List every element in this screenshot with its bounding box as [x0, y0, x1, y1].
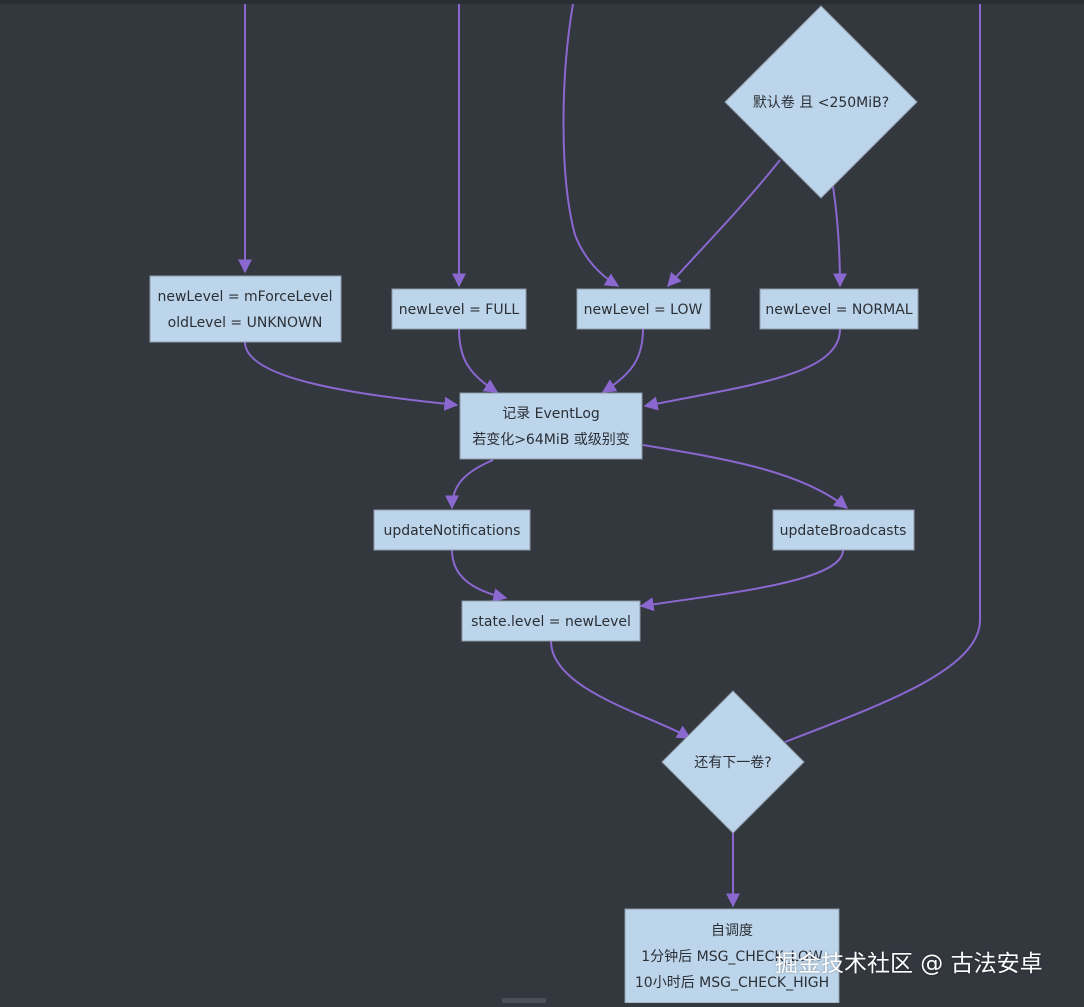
node-force-level-line1: newLevel = mForceLevel: [158, 289, 333, 305]
node-update-broadcasts: updateBroadcasts: [772, 509, 915, 551]
node-update-notifications-label: updateNotifications: [384, 523, 521, 539]
edge-force-to-record: [244, 341, 459, 411]
node-level-normal: newLevel = NORMAL: [759, 288, 919, 330]
edge-notifications-to-state: [451, 549, 508, 603]
edge-broadcasts-to-state: [639, 549, 844, 612]
node-update-notifications: updateNotifications: [373, 509, 531, 551]
top-edge: [0, 0, 1084, 4]
node-self-schedule-line2: 1分钟后 MSG_CHECK_LOW: [641, 948, 823, 965]
node-record-eventlog: 记录 EventLog 若变化>64MiB 或级别变: [459, 392, 643, 460]
edge-full-to-record: [458, 328, 499, 393]
decision-default-volume: 默认卷 且 <250MiB?: [724, 5, 918, 199]
decision-default-volume-label: 默认卷 且 <250MiB?: [753, 95, 889, 111]
edge-record-to-notifications: [445, 459, 494, 510]
node-self-schedule-line1: 自调度: [711, 923, 753, 939]
edge-low-to-record: [601, 328, 644, 393]
edge-to-level-low-left: [562, 3, 620, 287]
decision-next-volume: 还有下一卷?: [661, 690, 805, 834]
decision-next-volume-label: 还有下一卷?: [694, 755, 771, 771]
node-record-eventlog-line1: 记录 EventLog: [502, 406, 600, 422]
node-force-level-line2: oldLevel = UNKNOWN: [168, 315, 323, 331]
node-state-level-label: state.level = newLevel: [471, 614, 631, 630]
edge-state-to-next: [550, 640, 692, 739]
node-record-eventlog-line2: 若变化>64MiB 或级别变: [472, 432, 630, 448]
node-level-normal-label: newLevel = NORMAL: [765, 302, 912, 318]
edge-decision-to-low: [667, 159, 781, 288]
edge-decision-to-normal: [832, 185, 847, 288]
node-level-full: newLevel = FULL: [391, 288, 527, 330]
edge-next-loop-back: [784, 4, 981, 743]
edge-normal-to-record: [643, 328, 841, 411]
node-level-low: newLevel = LOW: [576, 288, 711, 330]
node-level-low-label: newLevel = LOW: [584, 302, 703, 318]
node-force-level: newLevel = mForceLevel oldLevel = UNKNOW…: [149, 275, 342, 343]
watermark-text: 掘金技术社区 @ 古法安卓: [775, 951, 1043, 977]
edge-record-to-broadcasts: [642, 444, 849, 509]
node-level-full-label: newLevel = FULL: [399, 302, 520, 318]
node-self-schedule: 自调度 1分钟后 MSG_CHECK_LOW 10小时后 MSG_CHECK_H…: [624, 908, 840, 1004]
node-state-level: state.level = newLevel: [461, 600, 641, 642]
node-self-schedule-line3: 10小时后 MSG_CHECK_HIGH: [635, 975, 829, 991]
scroll-indicator: [502, 998, 546, 1003]
node-update-broadcasts-label: updateBroadcasts: [780, 523, 907, 539]
